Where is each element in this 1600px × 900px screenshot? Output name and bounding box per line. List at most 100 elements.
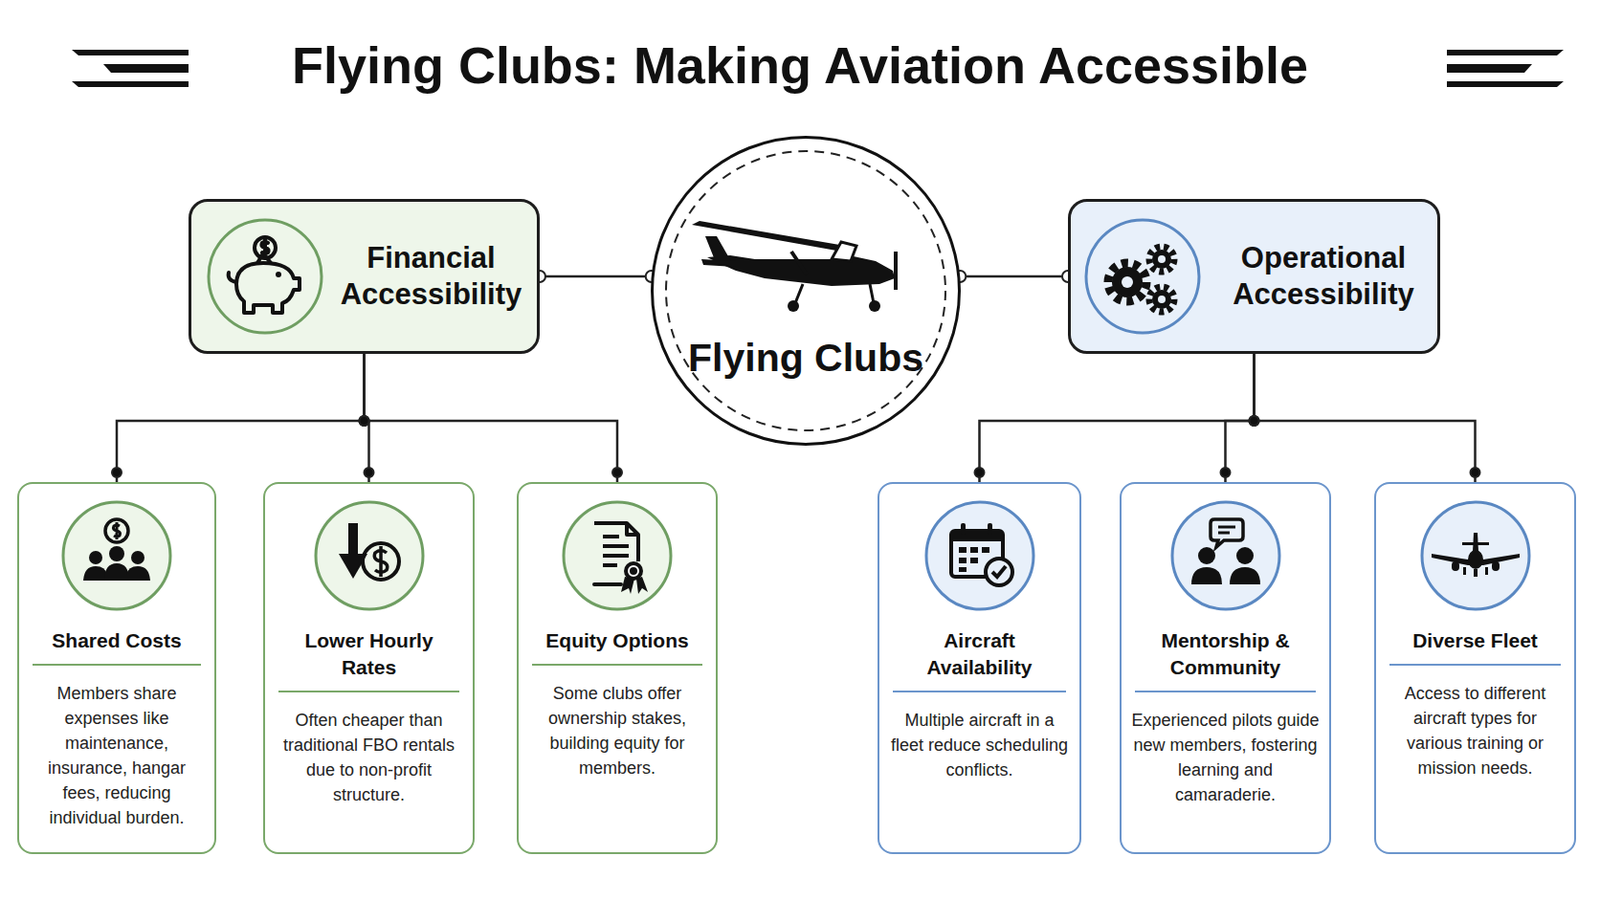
mentorship-icon-part bbox=[1191, 547, 1261, 585]
piggy-bank-icon-part-part bbox=[257, 253, 271, 264]
calendar-icon-part-part bbox=[981, 547, 990, 554]
connector-dot bbox=[111, 467, 122, 478]
card-body: Members share expenses like maintenance,… bbox=[28, 681, 205, 831]
piggy-bank-icon-part bbox=[208, 220, 322, 334]
mentorship-icon bbox=[1168, 498, 1284, 614]
calendar-icon-part bbox=[992, 566, 1006, 578]
plane-illustration-part bbox=[691, 221, 898, 312]
equity-document-icon-part bbox=[563, 502, 671, 610]
calendar-icon-part-part bbox=[970, 547, 978, 554]
card-heading: Lower Hourly Rates bbox=[278, 627, 460, 693]
mentorship-icon-part bbox=[1218, 527, 1236, 534]
plane-illustration bbox=[653, 138, 958, 444]
airliner-icon-part-part bbox=[1451, 561, 1460, 572]
plane-illustration-part-part bbox=[893, 251, 898, 290]
gears-icon-part bbox=[1086, 220, 1200, 334]
shared-costs-icon-part bbox=[83, 546, 151, 581]
airliner-icon-part bbox=[1422, 502, 1530, 610]
gears-icon-part bbox=[1108, 246, 1175, 312]
equity-document-icon-part-part bbox=[594, 523, 639, 585]
equity-document-icon-part-part bbox=[602, 536, 629, 566]
category-box: Operational Accessibility bbox=[1067, 199, 1441, 355]
feature-card: Mentorship & CommunityExperienced pilots… bbox=[1119, 482, 1332, 855]
feature-card: Aircraft AvailabilityMultiple aircraft i… bbox=[877, 482, 1082, 855]
connector-dot bbox=[359, 416, 370, 426]
plane-illustration-part-part bbox=[791, 251, 807, 275]
connector bbox=[111, 354, 370, 483]
gears-icon-part-part bbox=[1149, 287, 1175, 312]
title: Flying Clubs: Making Aviation Accessible bbox=[291, 36, 1309, 94]
connector-dot bbox=[359, 416, 370, 426]
category-box: Financial Accessibility bbox=[188, 199, 540, 355]
plane-illustration-part-part bbox=[831, 242, 857, 262]
gears-icon-part-part bbox=[1157, 255, 1166, 264]
equity-document-icon-part bbox=[594, 523, 639, 585]
shared-costs-icon-part-part bbox=[83, 566, 108, 581]
card-body: Often cheaper than traditional FBO renta… bbox=[274, 708, 464, 808]
calendar-icon bbox=[922, 498, 1038, 614]
connector bbox=[359, 354, 375, 483]
shared-costs-icon-part-part bbox=[126, 566, 151, 581]
equity-document-icon bbox=[559, 498, 675, 614]
title-decoration-part-part bbox=[1446, 64, 1533, 73]
lower-rates-icon-part bbox=[315, 502, 423, 610]
piggy-bank-icon bbox=[205, 217, 325, 336]
connector-dot bbox=[364, 467, 375, 478]
gears-icon-part-part bbox=[1152, 249, 1172, 269]
connector-dot bbox=[975, 467, 985, 478]
feature-card: Diverse FleetAccess to different aircraf… bbox=[1374, 482, 1577, 855]
box-label: Flying Clubs bbox=[653, 334, 958, 381]
box-label: Financial Accessibility bbox=[325, 240, 537, 313]
lower-rates-icon-part bbox=[362, 543, 400, 580]
airliner-icon-part-part bbox=[1491, 561, 1500, 572]
mentorship-icon-part bbox=[1210, 519, 1244, 548]
card-heading: Mentorship & Community bbox=[1134, 627, 1316, 693]
connector-dot bbox=[1249, 416, 1260, 426]
mentorship-icon-part-part bbox=[1198, 547, 1216, 565]
equity-document-icon-part bbox=[628, 566, 639, 577]
card-heading: Equity Options bbox=[532, 627, 703, 667]
plane-illustration-part bbox=[666, 151, 946, 431]
connector bbox=[954, 270, 1074, 283]
lower-rates-icon-part bbox=[374, 546, 388, 578]
shared-costs-icon-part-part bbox=[131, 551, 145, 565]
connector-line bbox=[116, 354, 365, 483]
shared-costs-icon-part bbox=[63, 502, 171, 610]
gears-icon-part-part bbox=[1108, 263, 1147, 302]
connector-dot bbox=[1249, 416, 1260, 426]
feature-card: Lower Hourly RatesOften cheaper than tra… bbox=[263, 482, 475, 855]
connector-dot bbox=[1221, 467, 1231, 478]
card-heading: Shared Costs bbox=[32, 627, 201, 667]
piggy-bank-icon-part bbox=[228, 237, 300, 313]
connector-dot bbox=[1470, 467, 1481, 478]
shared-costs-icon-part-part bbox=[104, 563, 130, 581]
airliner-icon-part bbox=[1431, 533, 1520, 578]
plane-illustration-part-part bbox=[868, 300, 881, 312]
gears-icon-part-part bbox=[1111, 266, 1143, 298]
calendar-icon-part-part bbox=[958, 547, 967, 554]
airliner-icon-part-part bbox=[1462, 542, 1489, 546]
gears-icon-part-part bbox=[1157, 295, 1166, 304]
plane-illustration-part-part bbox=[787, 300, 800, 312]
title-decoration-part-part bbox=[71, 81, 189, 88]
connector bbox=[533, 270, 658, 283]
plane-illustration-part-part bbox=[869, 284, 874, 304]
connector-dot bbox=[1249, 416, 1260, 426]
card-body: Access to different aircraft types for v… bbox=[1385, 681, 1565, 781]
title-box: Flying Clubs: Making Aviation Accessible bbox=[0, 28, 1600, 102]
shared-costs-icon-part-part bbox=[109, 546, 125, 562]
card-body: Some clubs offer ownership stakes, build… bbox=[528, 681, 707, 781]
equity-document-icon-part bbox=[621, 561, 648, 595]
plane-illustration-part-part bbox=[707, 255, 895, 287]
title-decoration-part-part bbox=[1446, 49, 1564, 56]
feature-card: Equity OptionsSome clubs offer ownership… bbox=[516, 482, 718, 855]
mentorship-icon-part-part bbox=[1236, 547, 1254, 565]
mentorship-icon-part-part bbox=[1191, 567, 1223, 585]
airliner-icon bbox=[1418, 498, 1534, 614]
connector bbox=[1249, 354, 1481, 483]
title-decoration-part-part bbox=[1446, 81, 1564, 88]
lower-rates-icon-part-part bbox=[348, 523, 358, 556]
calendar-icon-part bbox=[951, 531, 1003, 542]
plane-illustration-part-part bbox=[795, 284, 803, 304]
